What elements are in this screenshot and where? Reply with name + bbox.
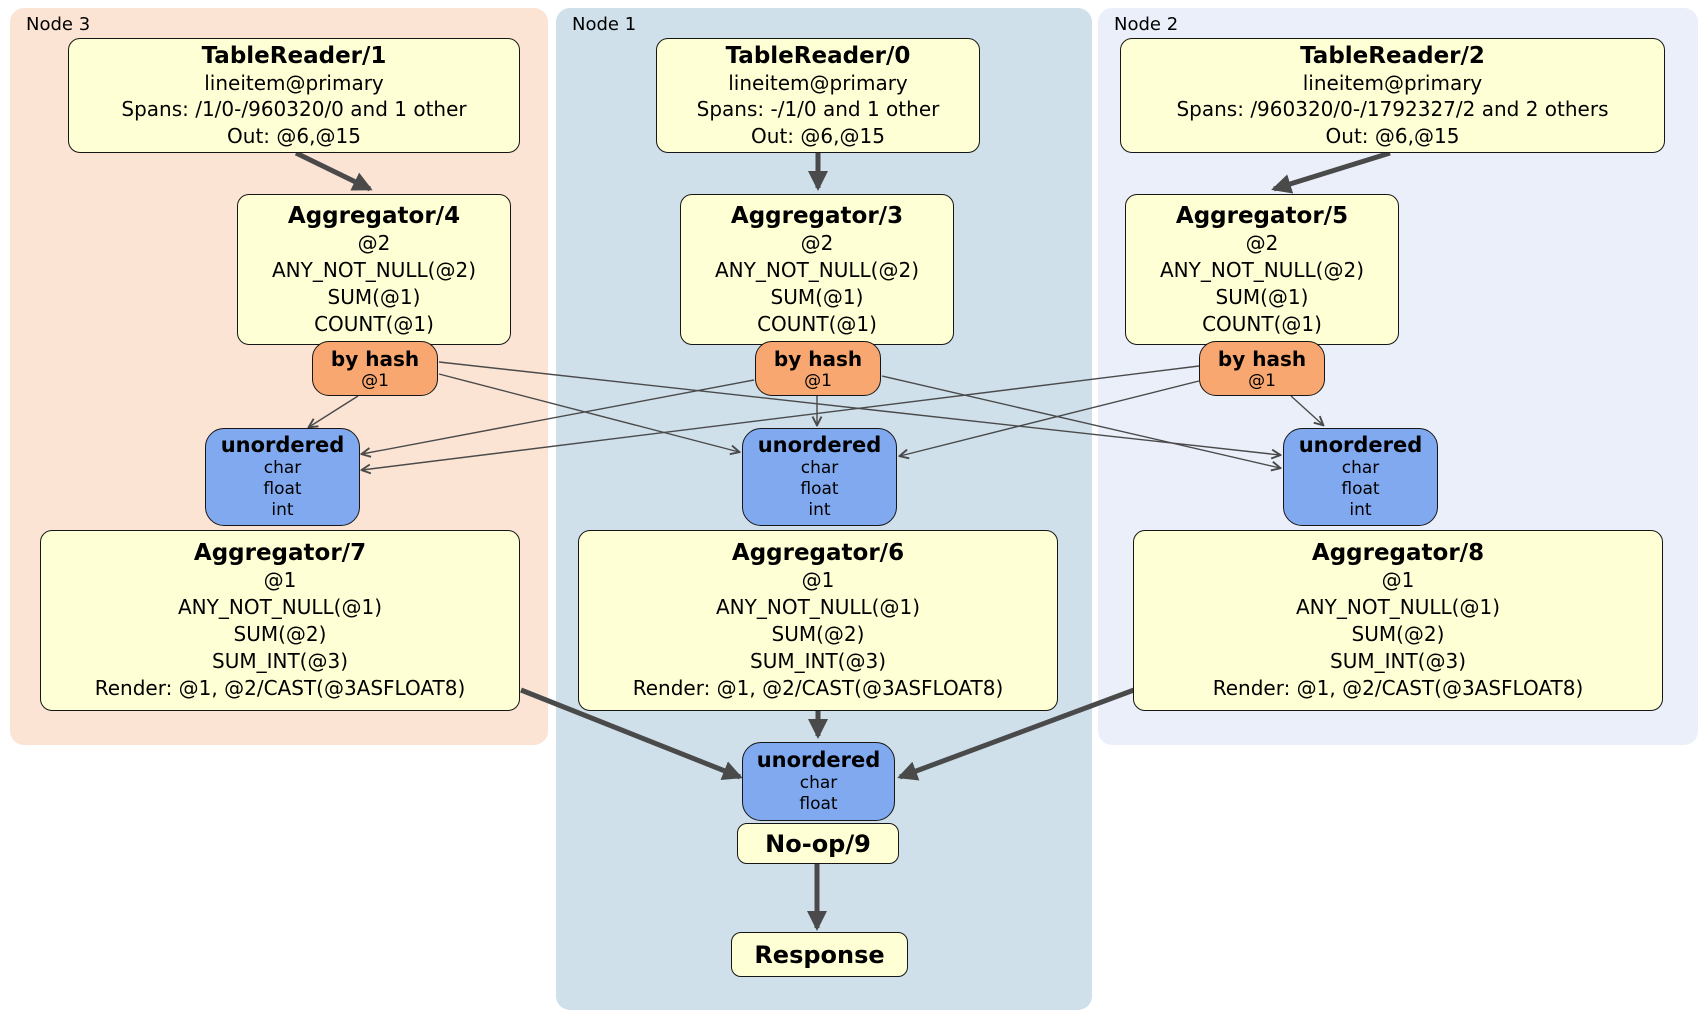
box-line: Spans: -/1/0 and 1 other <box>696 97 940 122</box>
box-title: No-op/9 <box>765 829 871 858</box>
box-title: TableReader/0 <box>725 42 911 69</box>
box-line: char <box>263 458 302 478</box>
box-line: SUM(@2) <box>233 622 327 646</box>
box-line: ANY_NOT_NULL(@2) <box>715 257 919 282</box>
box-line: float <box>800 479 839 499</box>
box-line: SUM_INT(@3) <box>1330 649 1466 673</box>
box-line: float <box>263 479 302 499</box>
router-by-hash-node1: by hash @1 <box>755 341 881 396</box>
box-title: unordered <box>1298 433 1423 457</box>
box-line: SUM(@2) <box>771 622 865 646</box>
aggregator-3-box: Aggregator/3 @2 ANY_NOT_NULL(@2) SUM(@1)… <box>680 194 954 345</box>
box-line: char <box>800 458 839 478</box>
box-line: char <box>799 773 838 793</box>
box-line: int <box>271 500 294 520</box>
box-line: COUNT(@1) <box>757 311 877 336</box>
box-title: by hash <box>1217 346 1307 371</box>
box-line: SUM_INT(@3) <box>750 649 886 673</box>
box-line: @2 <box>357 230 391 255</box>
box-line: float <box>799 794 838 814</box>
box-title: Aggregator/4 <box>287 202 461 229</box>
box-title: unordered <box>220 433 345 457</box>
aggregator-6-box: Aggregator/6 @1 ANY_NOT_NULL(@1) SUM(@2)… <box>578 530 1058 711</box>
box-line: ANY_NOT_NULL(@1) <box>1296 595 1500 619</box>
box-line: SUM(@1) <box>770 284 864 309</box>
region-node-2-label: Node 2 <box>1114 14 1179 35</box>
box-title: by hash <box>330 346 420 371</box>
box-line: @1 <box>1248 370 1276 391</box>
box-line: SUM(@2) <box>1351 622 1445 646</box>
box-line: Spans: /1/0-/960320/0 and 1 other <box>121 97 467 122</box>
box-line: Out: @6,@15 <box>1325 123 1460 148</box>
tablereader-0-box: TableReader/0 lineitem@primary Spans: -/… <box>656 38 980 153</box>
tablereader-2-box: TableReader/2 lineitem@primary Spans: /9… <box>1120 38 1665 153</box>
box-line: lineitem@primary <box>1302 70 1483 95</box>
box-line: Out: @6,@15 <box>227 123 361 148</box>
sync-unordered-final: unordered char float <box>742 742 895 821</box>
box-title: Aggregator/5 <box>1175 202 1349 229</box>
response-box: Response <box>731 932 908 977</box>
box-line: @2 <box>800 230 834 255</box>
box-line: @1 <box>263 568 297 592</box>
box-line: int <box>808 500 831 520</box>
sync-unordered-node1: unordered char float int <box>742 428 897 526</box>
box-line: ANY_NOT_NULL(@1) <box>716 595 920 619</box>
box-line: @1 <box>1381 568 1415 592</box>
tablereader-1-box: TableReader/1 lineitem@primary Spans: /1… <box>68 38 520 153</box>
box-line: COUNT(@1) <box>1202 311 1322 336</box>
sync-unordered-node2: unordered char float int <box>1283 428 1438 526</box>
box-line: @1 <box>361 370 389 391</box>
box-line: Spans: /960320/0-/1792327/2 and 2 others <box>1176 97 1609 122</box>
box-title: TableReader/2 <box>1300 42 1485 69</box>
noop-9-box: No-op/9 <box>737 823 899 864</box>
aggregator-7-box: Aggregator/7 @1 ANY_NOT_NULL(@1) SUM(@2)… <box>40 530 520 711</box>
router-by-hash-node3: by hash @1 <box>312 341 438 396</box>
box-line: char <box>1341 458 1380 478</box>
box-line: lineitem@primary <box>204 70 384 95</box>
box-line: ANY_NOT_NULL(@2) <box>272 257 476 282</box>
box-title: unordered <box>756 748 881 772</box>
box-line: ANY_NOT_NULL(@2) <box>1160 257 1364 282</box>
box-title: unordered <box>757 433 882 457</box>
box-line: ANY_NOT_NULL(@1) <box>178 595 382 619</box>
box-line: Render: @1, @2/CAST(@3ASFLOAT8) <box>1212 676 1584 700</box>
region-node-1-label: Node 1 <box>572 14 637 35</box>
sync-unordered-node3: unordered char float int <box>205 428 360 526</box>
box-title: Response <box>754 940 885 969</box>
box-line: Out: @6,@15 <box>751 123 885 148</box>
box-line: Render: @1, @2/CAST(@3ASFLOAT8) <box>632 676 1004 700</box>
box-title: Aggregator/6 <box>731 540 905 566</box>
box-line: @2 <box>1245 230 1279 255</box>
aggregator-8-box: Aggregator/8 @1 ANY_NOT_NULL(@1) SUM(@2)… <box>1133 530 1663 711</box>
box-title: Aggregator/7 <box>193 540 367 566</box>
box-line: @1 <box>801 568 835 592</box>
box-title: TableReader/1 <box>201 42 387 69</box>
aggregator-4-box: Aggregator/4 @2 ANY_NOT_NULL(@2) SUM(@1)… <box>237 194 511 345</box>
router-by-hash-node2: by hash @1 <box>1199 341 1325 396</box>
box-title: by hash <box>773 346 863 371</box>
box-title: Aggregator/8 <box>1311 540 1485 566</box>
aggregator-5-box: Aggregator/5 @2 ANY_NOT_NULL(@2) SUM(@1)… <box>1125 194 1399 345</box>
box-line: float <box>1341 479 1380 499</box>
box-line: Render: @1, @2/CAST(@3ASFLOAT8) <box>94 676 466 700</box>
box-line: @1 <box>804 370 832 391</box>
box-line: SUM(@1) <box>1215 284 1309 309</box>
box-line: lineitem@primary <box>728 70 908 95</box>
box-line: int <box>1349 500 1372 520</box>
box-line: COUNT(@1) <box>314 311 434 336</box>
region-node-3-label: Node 3 <box>26 14 91 35</box>
box-line: SUM_INT(@3) <box>212 649 348 673</box>
box-line: SUM(@1) <box>327 284 421 309</box>
box-title: Aggregator/3 <box>730 202 904 229</box>
